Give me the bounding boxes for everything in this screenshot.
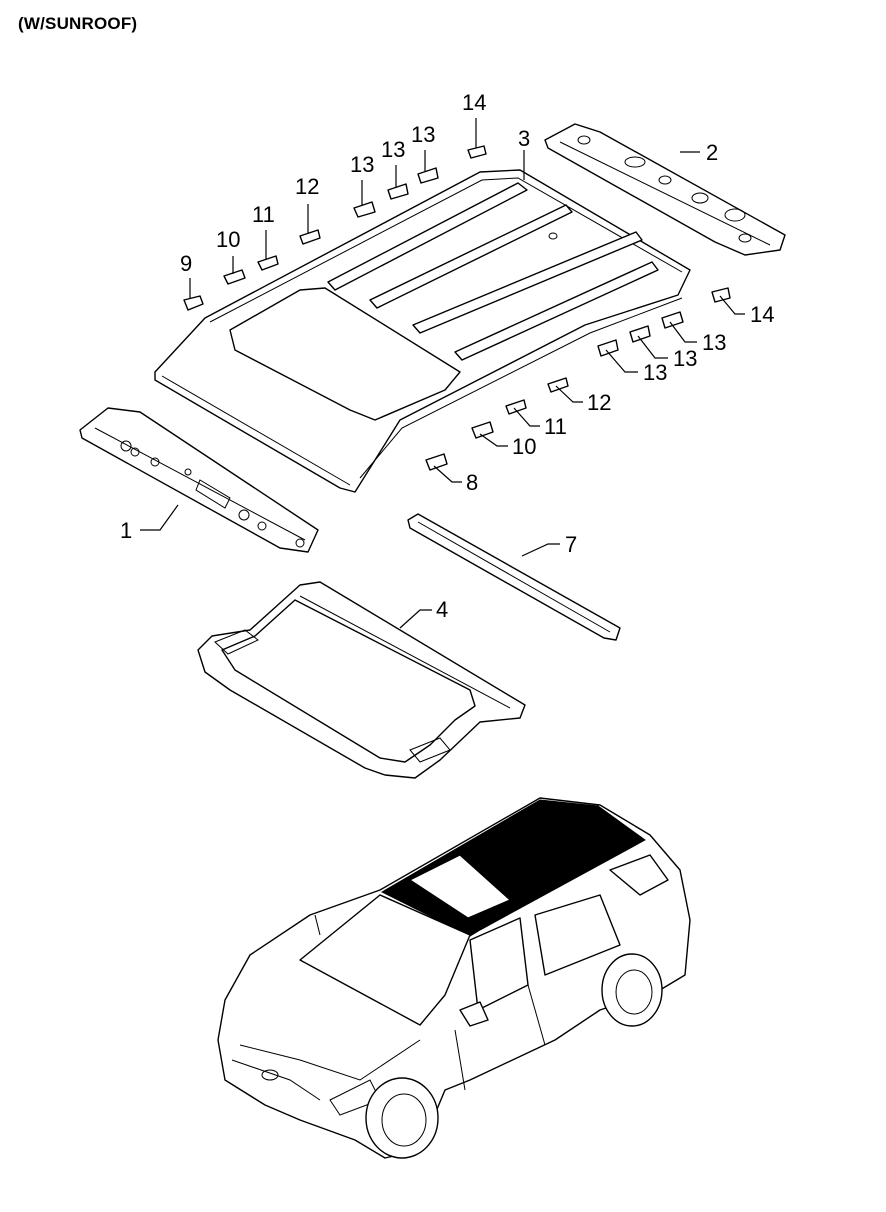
callout-4: 4 [436, 597, 448, 622]
clip-10-right[interactable] [471, 421, 494, 439]
callout-13-right-b: 13 [673, 346, 697, 371]
diagram-title: (W/SUNROOF) [18, 14, 138, 33]
callout-13-right-a: 13 [702, 330, 726, 355]
rear-header-rail[interactable] [544, 123, 786, 256]
callout-11-left: 11 [252, 202, 275, 227]
clip-8[interactable] [425, 453, 448, 471]
clip-11-right[interactable] [505, 399, 527, 415]
clip-13-left-b[interactable] [387, 183, 409, 200]
clip-11-left[interactable] [257, 255, 279, 271]
roof-panel[interactable] [154, 169, 691, 493]
callout-12-left: 12 [295, 174, 319, 199]
callout-14-right: 14 [750, 302, 774, 327]
callout-7: 7 [565, 532, 577, 557]
callout-13-left-c: 13 [411, 122, 435, 147]
callout-8: 8 [466, 470, 478, 495]
callout-13-left-a: 13 [350, 152, 374, 177]
callout-11-right: 11 [544, 414, 567, 439]
clip-12-right[interactable] [547, 377, 569, 393]
clip-13-right-c[interactable] [597, 339, 619, 357]
callout-9: 9 [180, 251, 192, 276]
clip-13-left-a[interactable] [353, 201, 376, 218]
vehicle-illustration [217, 797, 691, 1159]
clip-10-left[interactable] [223, 269, 246, 285]
clip-12-left[interactable] [299, 229, 321, 245]
clip-13-right-a[interactable] [661, 311, 684, 329]
clip-13-right-b[interactable] [629, 325, 651, 343]
clip-13-left-c[interactable] [417, 167, 439, 184]
leader-lines [140, 118, 745, 629]
callout-12-right: 12 [587, 390, 611, 415]
callout-10-left: 10 [216, 227, 240, 252]
callout-14-top: 14 [462, 90, 486, 115]
callout-13-left-b: 13 [381, 137, 405, 162]
callout-13-right-c: 13 [643, 360, 667, 385]
clip-14-top[interactable] [467, 145, 487, 159]
callout-1: 1 [120, 518, 132, 543]
callout-10-right: 10 [512, 434, 536, 459]
callout-2: 2 [706, 140, 718, 165]
clip-9[interactable] [183, 295, 204, 311]
roof-bow[interactable] [407, 513, 621, 641]
callout-3: 3 [518, 126, 530, 151]
sunroof-frame[interactable] [197, 581, 526, 779]
front-header-rail[interactable] [79, 407, 319, 553]
clip-14-right[interactable] [711, 287, 731, 303]
